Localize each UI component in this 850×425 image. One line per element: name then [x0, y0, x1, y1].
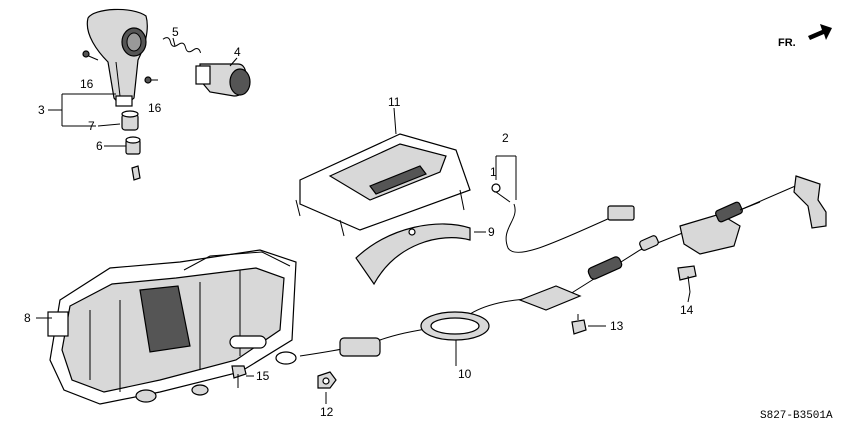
nut-12 — [317, 371, 337, 389]
push-button — [195, 63, 251, 97]
forward-arrow-icon — [808, 24, 832, 40]
callout-15: 15 — [256, 369, 270, 383]
shift-cable-10 — [275, 175, 827, 365]
leader-lines — [36, 37, 691, 404]
slide-plate-9 — [355, 223, 471, 286]
indicator-panel-11 — [295, 133, 471, 237]
callout-9: 9 — [488, 225, 495, 239]
bolt-13 — [571, 314, 587, 335]
callout-2: 2 — [502, 131, 509, 145]
callout-5: 5 — [172, 25, 179, 39]
spring — [162, 37, 202, 54]
screw-16-left — [82, 50, 99, 61]
shift-lever-base — [47, 165, 297, 405]
collar-6 — [125, 136, 141, 155]
diagram-code: S827-B3501A — [760, 410, 833, 422]
callout-16-right: 16 — [148, 101, 162, 115]
fr-label: FR. — [778, 37, 796, 49]
callout-7: 7 — [88, 119, 95, 133]
knob-bushing-7 — [121, 110, 139, 131]
callout-14: 14 — [680, 303, 694, 317]
callout-16-left: 16 — [80, 77, 94, 91]
shift-knob — [86, 8, 148, 107]
callout-3: 3 — [38, 103, 45, 117]
callout-4: 4 — [234, 45, 241, 59]
callout-6: 6 — [96, 139, 103, 153]
callout-10: 10 — [458, 367, 472, 381]
callout-13: 13 — [610, 319, 624, 333]
callout-11: 11 — [388, 95, 401, 109]
callout-1: 1 — [490, 165, 497, 179]
bolt-15 — [231, 365, 247, 388]
wire-harness-2 — [491, 183, 635, 253]
screw-16-right — [144, 76, 158, 84]
bolt-14 — [677, 265, 697, 293]
callout-8: 8 — [24, 311, 31, 325]
callout-12: 12 — [320, 405, 334, 419]
